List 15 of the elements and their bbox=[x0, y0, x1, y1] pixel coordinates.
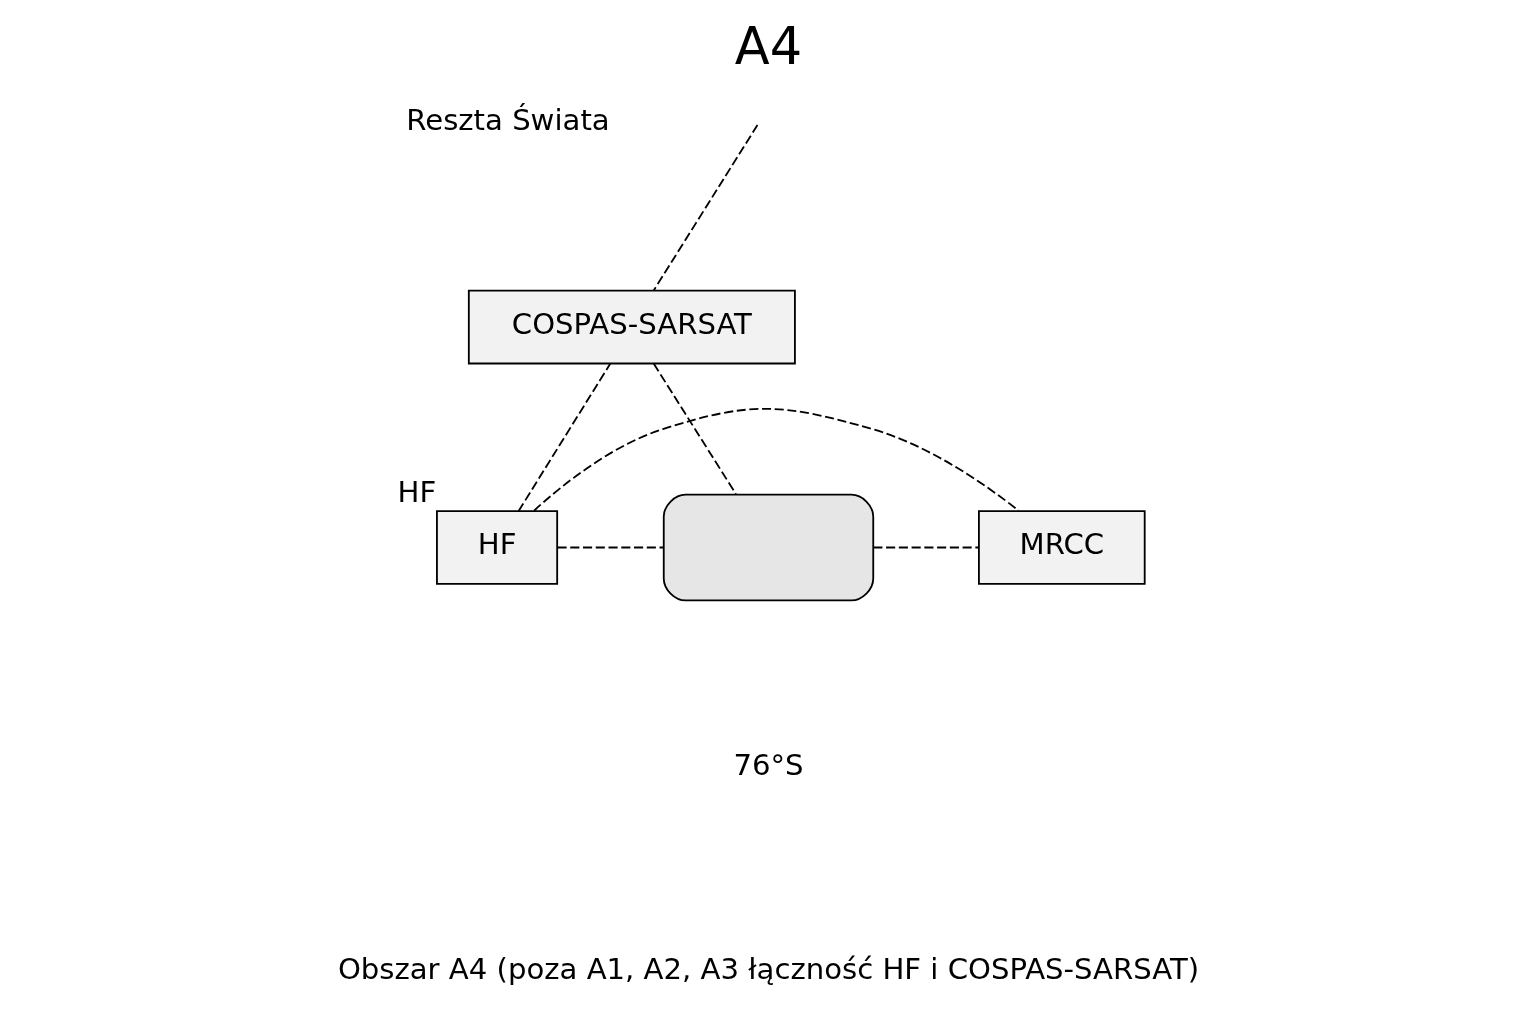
diagram-title: A4 bbox=[734, 16, 802, 76]
label: Obszar A4 (poza A1, A2, A3 łączność HF i COSPAS-SARSAT) bbox=[337, 951, 1199, 986]
node-label: HF bbox=[397, 474, 436, 509]
connector bbox=[556, 546, 664, 549]
node-box: COSPAS-SARSAT bbox=[467, 289, 796, 365]
label: Reszta Świata bbox=[405, 102, 610, 137]
node-box bbox=[662, 493, 874, 602]
connector bbox=[652, 124, 758, 292]
connector bbox=[532, 407, 1019, 512]
node-box: MRCC bbox=[977, 510, 1146, 585]
connector bbox=[652, 362, 737, 495]
label: 76°S bbox=[732, 747, 804, 782]
node-box: HF bbox=[435, 510, 558, 585]
connector bbox=[517, 362, 611, 512]
connector bbox=[871, 546, 979, 549]
